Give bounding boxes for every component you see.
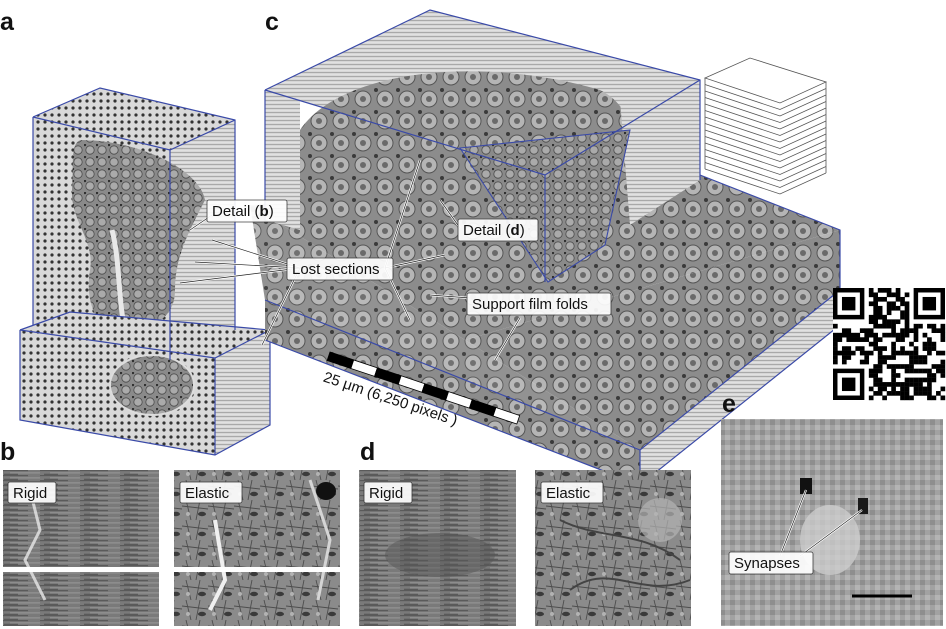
panel-a-slab-neuron [109, 354, 195, 416]
svg-text:Detail (b): Detail (b) [212, 203, 274, 220]
synapses-label: Synapses [728, 551, 814, 575]
panel-c-slab-side [640, 290, 840, 485]
panel-a-neuron [71, 140, 206, 330]
panel-d-rigid-label: Rigid [363, 481, 413, 504]
panel-c-slab-front [265, 300, 640, 485]
panel-b-elastic-label: Elastic [179, 481, 243, 504]
svg-text:Support film folds: Support film folds [472, 296, 588, 313]
section-stack-icon [703, 57, 828, 195]
synapse-1 [800, 478, 812, 494]
svg-text:Elastic: Elastic [185, 485, 230, 502]
support-film-folds-label: Support film folds [466, 292, 612, 316]
detail-b-label: Detail (b) [206, 199, 288, 223]
panel-a-slab-top [20, 312, 270, 358]
svg-text:Synapses: Synapses [734, 555, 800, 572]
svg-text:Rigid: Rigid [369, 485, 403, 502]
detail-d-label: Detail (d) [457, 218, 539, 242]
callouts: Detail (b) Lost sections Detail (d) Supp… [179, 159, 612, 361]
panel-letter-b: b [0, 438, 15, 466]
panel-a-volume [19, 87, 271, 456]
panel-e: Synapses [721, 419, 943, 626]
synapse-2 [858, 498, 868, 514]
panel-b: Rigid Elastic [3, 470, 340, 626]
panel-b-rigid-label: Rigid [7, 481, 57, 504]
panel-a-top-face [33, 88, 235, 150]
svg-text:Detail (d): Detail (d) [463, 222, 525, 239]
svg-text:Lost sections: Lost sections [292, 261, 380, 278]
panel-letter-a: a [0, 8, 15, 36]
panel-letter-e: e [722, 390, 736, 418]
panel-d: Rigid Elastic [359, 470, 691, 626]
panel-letter-c: c [265, 8, 279, 36]
panel-a-slab-side [215, 330, 270, 455]
lost-sections-label: Lost sections [286, 257, 394, 281]
panel-letter-d: d [360, 438, 375, 466]
panel-d-elastic-label: Elastic [540, 481, 604, 504]
qr-code-icon [833, 288, 946, 401]
svg-text:Rigid: Rigid [13, 485, 47, 502]
svg-text:Elastic: Elastic [546, 485, 591, 502]
